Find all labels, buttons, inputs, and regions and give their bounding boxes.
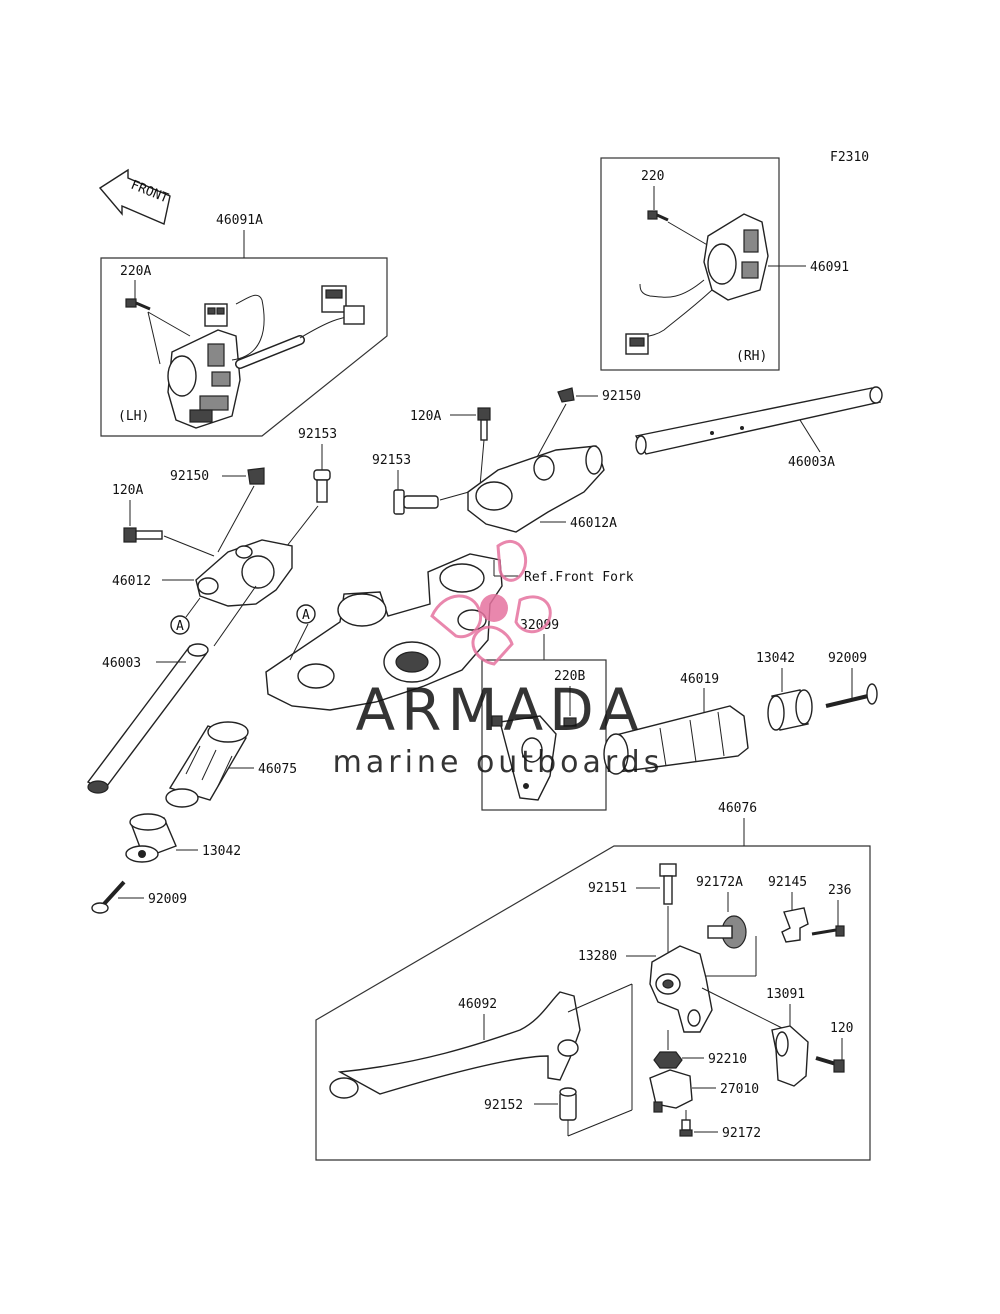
lh-switch-group: 46091A 220A (LH) <box>100 213 388 437</box>
pivot-collar-92152-icon <box>559 1087 577 1121</box>
label-92145: 92145 <box>768 875 807 890</box>
label-92150-top: 92150 <box>602 389 641 404</box>
lever-assembly-frame <box>315 845 871 1161</box>
bolt-92151-icon <box>659 863 677 905</box>
label-13280: 13280 <box>578 949 617 964</box>
watermark-logo-icon <box>430 539 552 666</box>
label-46075: 46075 <box>258 762 297 777</box>
label-46092: 46092 <box>458 997 497 1012</box>
label-46003: 46003 <box>102 656 141 671</box>
bar-end-weight-right-icon <box>767 689 813 731</box>
label-120: 120 <box>830 1021 853 1036</box>
screw-220-icon <box>647 210 669 222</box>
label-220A: 220A <box>120 264 151 279</box>
label-ref-front-fork: Ref.Front Fork <box>524 570 634 585</box>
label-92009-right: 92009 <box>828 651 867 666</box>
nut-92210-icon <box>653 1051 683 1069</box>
clamp-46012A-icon <box>467 445 605 533</box>
adjuster-92172A-icon <box>707 915 747 949</box>
switch-27010-icon <box>649 1069 693 1113</box>
handlebar-left-icon <box>86 643 209 794</box>
triple-clamp-icon <box>265 553 503 711</box>
lh-switch-housing-icon <box>167 329 241 429</box>
rh-switch-frame <box>600 157 780 371</box>
label-92153-mid: 92153 <box>372 453 411 468</box>
label-lh: (LH) <box>118 409 149 424</box>
left-grip-icon <box>165 721 249 808</box>
label-46076: 46076 <box>718 801 757 816</box>
label-92009-left: 92009 <box>148 892 187 907</box>
spring-92145-icon <box>781 907 809 943</box>
clamp-13091-icon <box>771 1025 809 1087</box>
label-13042-left: 13042 <box>202 844 241 859</box>
label-a-right: A <box>302 608 310 623</box>
label-27010: 27010 <box>720 1082 759 1097</box>
label-13042-right: 13042 <box>756 651 795 666</box>
bolt-92153-left-icon <box>313 469 331 503</box>
bolt-120A-left-icon <box>123 527 163 543</box>
screw-236-icon <box>811 925 845 937</box>
ref-a-left-icon <box>170 615 190 635</box>
bolt-120A-top-icon <box>477 407 491 441</box>
screw-220A-icon <box>125 298 151 311</box>
lh-switch-frame <box>100 257 388 437</box>
label-120A-left: 120A <box>112 483 143 498</box>
label-46019: 46019 <box>680 672 719 687</box>
rh-switch-group: 220 (RH) 46091 <box>600 157 849 371</box>
label-46003A: 46003A <box>788 455 835 470</box>
bar-end-weight-left-icon <box>125 813 177 863</box>
label-13091: 13091 <box>766 987 805 1002</box>
label-92172A: 92172A <box>696 875 743 890</box>
label-46091: 46091 <box>810 260 849 275</box>
watermark-tagline: marine outboards <box>333 745 664 780</box>
rh-connector-icon <box>625 333 649 355</box>
screw-92009-left-icon <box>91 880 126 914</box>
label-92210: 92210 <box>708 1052 747 1067</box>
throttle-grip-icon <box>603 705 749 775</box>
label-92151: 92151 <box>588 881 627 896</box>
label-92150-left: 92150 <box>170 469 209 484</box>
cap-92150-top-icon <box>557 387 575 403</box>
label-236: 236 <box>828 883 851 898</box>
label-92172: 92172 <box>722 1126 761 1141</box>
label-92152: 92152 <box>484 1098 523 1113</box>
lh-connector-icon <box>204 285 365 327</box>
cap-92150-left-icon <box>247 467 265 485</box>
rh-switch-housing-icon <box>703 213 769 301</box>
throttle-housing-icon <box>491 715 577 801</box>
screw-92009-right-icon <box>825 683 878 708</box>
label-46012A: 46012A <box>570 516 617 531</box>
bolt-92153-mid-icon <box>393 489 439 515</box>
label-46012: 46012 <box>112 574 151 589</box>
figure-code: F2310 <box>830 150 869 165</box>
lever-bracket-13280-icon <box>649 945 713 1033</box>
bolt-120-icon <box>815 1056 845 1073</box>
label-120A-top: 120A <box>410 409 441 424</box>
front-arrow-icon: FRONT <box>98 168 171 225</box>
label-a-left: A <box>176 619 184 634</box>
lever-assembly-group: 46076 92151 92172A 92145 236 13280 <box>315 801 871 1161</box>
lever-46092-icon <box>329 991 581 1099</box>
handlebar-right-icon <box>634 386 883 455</box>
screw-92172-icon <box>679 1119 693 1137</box>
label-rh: (RH) <box>736 349 767 364</box>
throttle-housing-frame <box>481 659 607 811</box>
ref-a-right-icon <box>296 604 316 624</box>
label-92153-left: 92153 <box>298 427 337 442</box>
clamp-46012-icon <box>195 539 293 607</box>
watermark-brand: ARMADA <box>355 676 644 744</box>
label-46091A: 46091A <box>216 213 263 228</box>
label-220B: 220B <box>554 669 585 684</box>
label-220: 220 <box>641 169 664 184</box>
